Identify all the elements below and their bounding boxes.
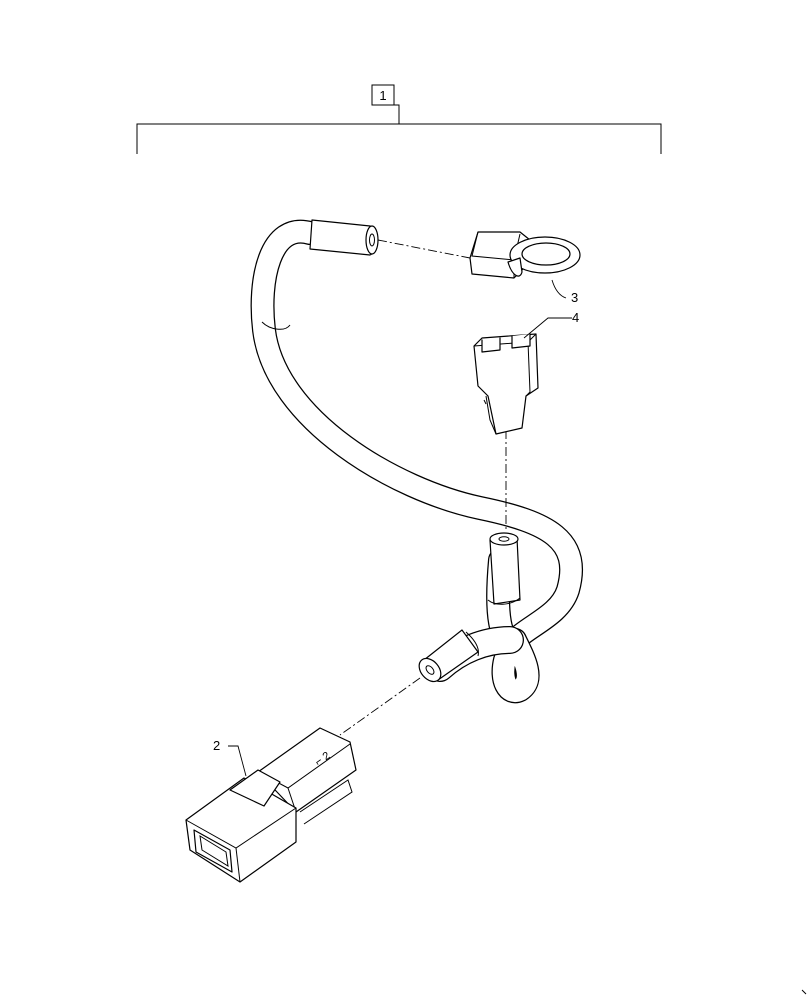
callout-ring-terminal[interactable]: 3 — [571, 290, 578, 305]
corner-mark — [801, 989, 807, 995]
leader-ring-terminal — [551, 279, 567, 299]
ring-terminal — [469, 231, 581, 279]
wire-harness — [250, 219, 584, 704]
callout-spade-terminal[interactable]: 4 — [572, 310, 579, 325]
leader-spade-terminal — [523, 317, 572, 339]
leader-connector — [228, 745, 247, 777]
assembly-line-connector — [339, 677, 421, 736]
callout-assembly[interactable]: 1 — [379, 88, 386, 103]
assembly-bracket: 1 — [136, 84, 662, 154]
connector-housing: ⌐ 2 — [185, 727, 357, 883]
spade-terminal — [473, 333, 539, 435]
assembly-line-ring — [377, 239, 471, 259]
callout-connector[interactable]: 2 — [213, 738, 220, 753]
